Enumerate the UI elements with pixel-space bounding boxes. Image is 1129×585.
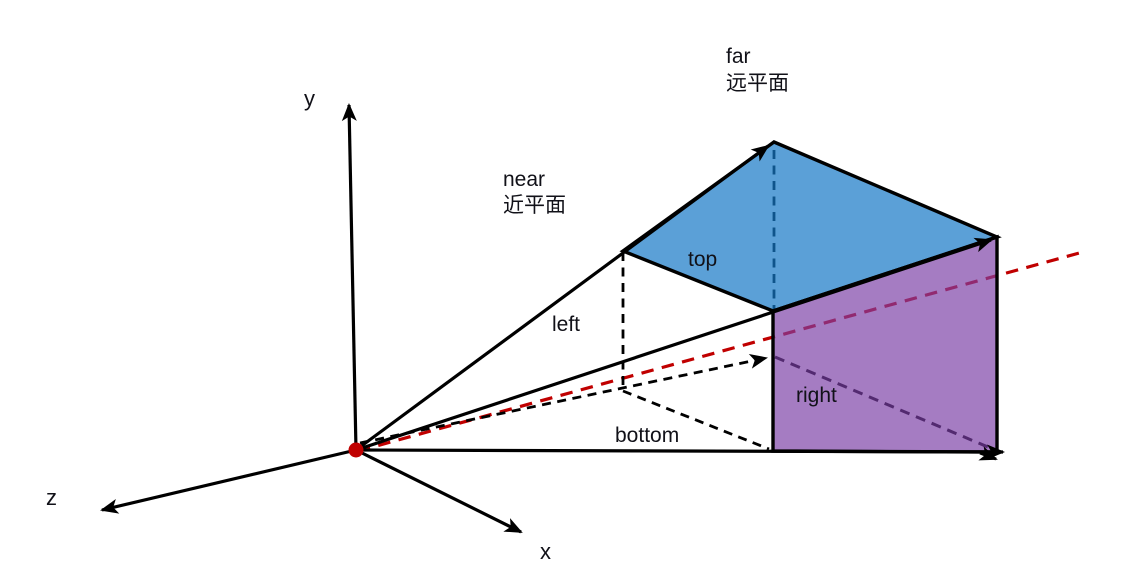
frustum-edge-eye-to-far-bottom-right bbox=[355, 444, 1005, 460]
x-axis-line bbox=[355, 448, 523, 534]
frustum-edge-eye-to-far-top-left bbox=[355, 144, 770, 452]
z-axis-line bbox=[100, 448, 357, 514]
far-bottom-right-corner-arrow bbox=[978, 446, 998, 461]
near-plane-bottom-edge-hidden bbox=[622, 389, 770, 451]
right-face bbox=[773, 237, 997, 452]
top-face-label: top bbox=[688, 248, 717, 271]
left-face-label: left bbox=[552, 313, 580, 336]
right-face-label: right bbox=[796, 384, 837, 407]
frustum-edge-eye-to-far-top-right bbox=[355, 237, 993, 452]
bottom-face-label: bottom bbox=[615, 424, 679, 447]
far-plane-label-en: far bbox=[726, 45, 751, 68]
frustum-edge-eye-to-far-bottom-left-hidden bbox=[359, 353, 768, 445]
z-axis-label: z bbox=[46, 485, 57, 510]
near-plane-label-en: near bbox=[503, 168, 545, 191]
origin-point bbox=[348, 442, 364, 458]
y-axis-label: y bbox=[304, 86, 315, 111]
far-plane-label-zh: 远平面 bbox=[726, 72, 789, 95]
y-axis-line bbox=[341, 103, 358, 451]
x-axis-label: x bbox=[540, 539, 551, 564]
near-plane-label-zh: 近平面 bbox=[503, 194, 566, 217]
